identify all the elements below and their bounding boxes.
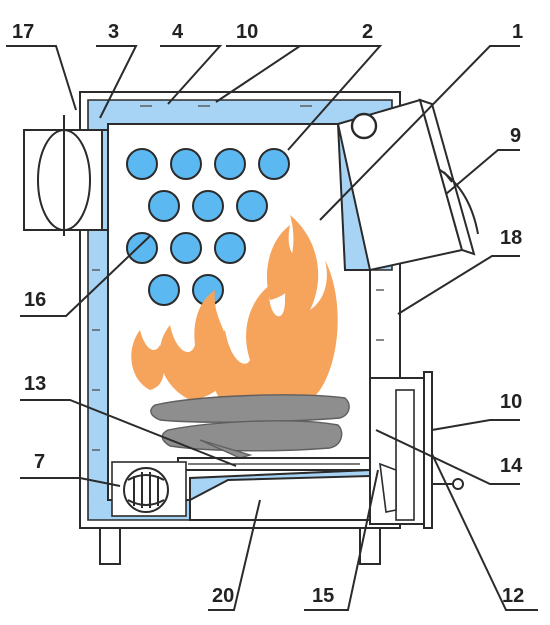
flue-tube	[170, 148, 202, 180]
air-damper	[379, 462, 397, 513]
label-15: 15	[312, 585, 334, 607]
boiler-legs	[99, 527, 381, 565]
label-10-top: 10	[236, 21, 258, 43]
ash-door	[369, 371, 464, 529]
part-number-labels: 17 3 4 10 2 1 9 18 16 13 10 7 14 20 15 1…	[12, 21, 524, 607]
flue-tube	[148, 274, 180, 306]
flue-tube	[192, 190, 224, 222]
label-7: 7	[34, 451, 45, 473]
label-13: 13	[24, 373, 46, 395]
loading-door	[336, 98, 479, 272]
grate	[177, 457, 371, 471]
firewood-logs	[150, 394, 350, 459]
flue-tubes	[126, 148, 290, 306]
flue-tube	[236, 190, 268, 222]
label-12: 12	[502, 585, 524, 607]
flue-tube	[126, 148, 158, 180]
flue-tube	[258, 148, 290, 180]
flue-tube	[214, 148, 246, 180]
chimney-flue	[23, 115, 108, 236]
flue-tube	[214, 232, 246, 264]
label-17: 17	[12, 21, 34, 43]
label-18: 18	[500, 227, 522, 249]
door-hinge	[350, 112, 378, 140]
label-2: 2	[362, 21, 373, 43]
label-1: 1	[512, 21, 523, 43]
label-3: 3	[108, 21, 119, 43]
hot-water-coil	[111, 461, 187, 517]
label-20: 20	[212, 585, 234, 607]
flue-tube	[126, 232, 158, 264]
label-16: 16	[24, 289, 46, 311]
label-9: 9	[510, 125, 521, 147]
flue-tube	[148, 190, 180, 222]
flue-tube	[170, 232, 202, 264]
flame	[131, 215, 338, 422]
label-14: 14	[500, 455, 523, 477]
label-4: 4	[172, 21, 184, 43]
leader-lines	[6, 45, 538, 611]
label-10-bottom: 10	[500, 391, 522, 413]
